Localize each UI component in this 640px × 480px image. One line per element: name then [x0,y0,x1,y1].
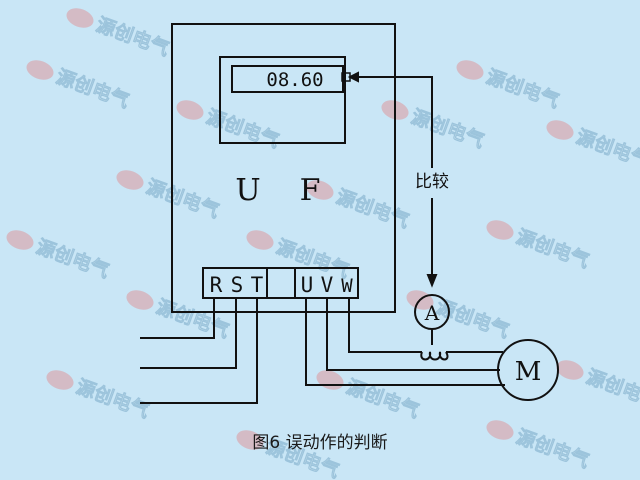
display-window [231,65,344,93]
comparator-label: 比较 [415,172,449,192]
ammeter-label: A [424,301,440,325]
watermark-text: 源创电气 [203,105,282,153]
output-wires [305,298,505,386]
watermark-text: 源创电气 [343,375,422,423]
watermark-text: 源创电气 [93,13,172,61]
display-panel [219,56,346,144]
terminal-w: W [341,275,353,297]
terminal-u: U [301,273,314,297]
terminal-r: R [210,273,223,297]
watermark-text: 源创电气 [153,295,232,343]
display-reading: 08.60 [266,69,323,91]
inverter-label-u: U [235,173,260,208]
comparison-wire [347,71,438,288]
terminal-v: V [321,273,334,297]
terminal-t: T [251,273,264,297]
input-wires [140,298,258,404]
watermark-text: 源创电气 [513,225,592,273]
motor [497,339,559,401]
terminal-strip: R S T U V W [202,267,359,299]
figure-caption: 图6 误动作的判断 [252,433,388,453]
terminal-s: S [231,273,244,297]
watermark-text: 源创电气 [408,105,487,153]
watermark-text: 源创电气 [573,125,640,173]
inverter-box [171,23,396,313]
watermark-text: 源创电气 [73,375,152,423]
motor-label: M [515,357,542,387]
watermark-text: 源创电气 [143,175,222,223]
watermark-text: 源创电气 [483,65,562,113]
watermark-text: 源创电气 [53,65,132,113]
watermark-text: 源创电气 [583,365,640,413]
watermark-text: 源创电气 [333,185,412,233]
watermark-text: 源创电气 [33,235,112,283]
inverter-label-f: F [300,173,321,208]
